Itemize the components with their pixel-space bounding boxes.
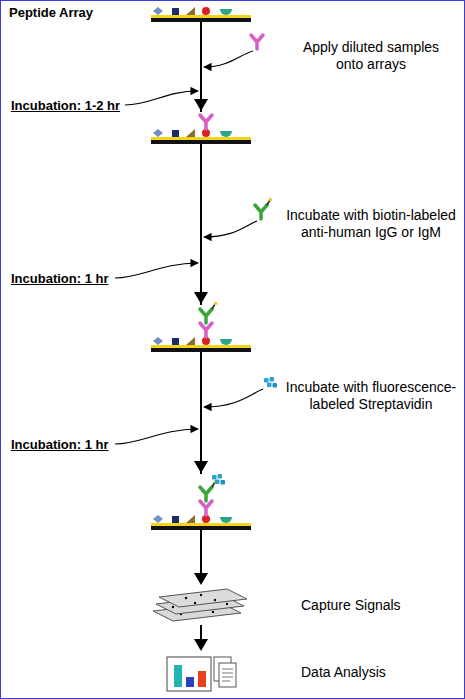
step-instruction: Incubate with fluorescence-labeled Strep…	[281, 379, 461, 413]
slides-icon	[153, 589, 247, 621]
slide	[159, 589, 247, 607]
capture-node: Capture Signals	[156, 585, 246, 625]
time-pointer	[115, 429, 198, 444]
signal-dot	[214, 599, 216, 601]
analysis-node: Data Analysis	[165, 651, 237, 693]
sample-antibody	[200, 115, 212, 129]
array-node: Peptide Array	[151, 6, 251, 22]
reagent-pointer	[204, 389, 263, 407]
signal-dot	[212, 611, 214, 613]
peptide-array	[151, 337, 251, 352]
node-label: Peptide Array	[9, 5, 93, 21]
peptide-array	[151, 515, 251, 530]
arrow-head	[194, 292, 208, 304]
node-label: Data Analysis	[301, 664, 386, 680]
incubation-time: Incubation: 1 hr	[11, 437, 109, 452]
document-lines	[222, 669, 233, 681]
signal-dot	[200, 594, 202, 596]
flow-arrow	[194, 625, 208, 651]
arrow-head	[194, 639, 208, 651]
signal-dot	[226, 603, 228, 605]
chart-bar	[198, 671, 206, 687]
peptide-array	[151, 7, 251, 22]
biotin-antibody	[200, 480, 217, 501]
arrow-line	[200, 22, 202, 574]
node-label: Capture Signals	[301, 597, 401, 613]
incubation-time: Incubation: 1 hr	[11, 271, 109, 286]
document-page	[219, 663, 236, 687]
sample-antibody-icon	[251, 35, 263, 49]
step-instruction: Apply diluted samples onto arrays	[296, 39, 446, 73]
flow-arrow	[194, 22, 208, 585]
biotin-antibody-icon	[255, 198, 272, 219]
sample-antibody	[200, 501, 212, 515]
peptide-array	[151, 129, 251, 144]
signal-dot	[185, 597, 187, 599]
biotin-antibody	[200, 302, 217, 323]
chart-frame	[167, 657, 211, 691]
chart-bar	[174, 665, 182, 687]
arrow-head	[194, 461, 208, 473]
streptavidin	[212, 474, 225, 485]
arrow-head	[194, 573, 208, 585]
arrow-head	[194, 99, 208, 111]
streptavidin-icon	[264, 377, 277, 388]
reagent-pointer	[204, 51, 253, 67]
signal-dot	[172, 606, 174, 608]
reagent-pointer	[204, 221, 257, 237]
time-pointer	[115, 263, 198, 278]
incubation-time: Incubation: 1-2 hr	[11, 98, 120, 113]
analysis-icon	[167, 657, 236, 691]
signal-dot	[194, 602, 196, 604]
time-pointer	[125, 91, 198, 105]
arrow-line	[200, 625, 202, 640]
chart-bar	[186, 677, 194, 687]
sample-antibody	[200, 323, 212, 337]
step-instruction: Incubate with biotin-labeled anti-human …	[281, 207, 461, 241]
